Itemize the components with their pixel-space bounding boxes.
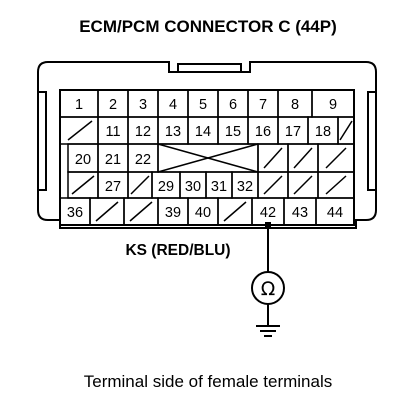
pin-cell-unused-slash: [223, 201, 247, 222]
pin-label-40: 40: [195, 205, 211, 221]
diagram-title: ECM/PCM CONNECTOR C (44P): [79, 17, 337, 36]
pin-label-2: 2: [109, 97, 117, 113]
pin-label-22: 22: [135, 152, 151, 168]
ohm-icon: Ω: [261, 278, 276, 300]
pin-label-17: 17: [285, 124, 301, 140]
connector-pin-grid: 1 2 3 4 5 6 7 8 9: [59, 89, 355, 226]
pin-cell-unused-slash: [263, 175, 283, 195]
pin-row-5: 36 39 40 42 43 44: [59, 197, 355, 226]
pin-cell-unused-slash: [71, 175, 95, 195]
probe-wire-label: KS (RED/BLU): [125, 242, 230, 259]
housing-left-guide: [38, 91, 47, 191]
pin-label-3: 3: [139, 97, 147, 113]
pin-label-1: 1: [75, 97, 83, 113]
pin-label-21: 21: [105, 152, 121, 168]
pin-label-32: 32: [237, 179, 253, 195]
pin-label-36: 36: [67, 205, 83, 221]
pin-cell-44: [315, 197, 355, 226]
ohmmeter-symbol: Ω: [251, 271, 285, 305]
pin-label-13: 13: [165, 124, 181, 140]
pin-row-4: 27 29 30 31 32: [67, 171, 355, 199]
pin-label-14: 14: [195, 124, 211, 140]
pin-cell-unused-slash: [339, 120, 353, 141]
pin-label-6: 6: [229, 97, 237, 113]
housing-right-guide: [367, 91, 376, 191]
housing-lock-tab: [177, 63, 242, 72]
pin-cell-unused-slash: [263, 147, 283, 169]
pin-label-11: 11: [105, 124, 120, 140]
pin-label-42: 42: [260, 205, 276, 221]
pin-label-30: 30: [185, 179, 201, 195]
pin-label-8: 8: [291, 97, 299, 113]
pin-label-16: 16: [255, 124, 271, 140]
pin-cell-unused-slash: [325, 147, 347, 169]
pin-label-31: 31: [211, 179, 227, 195]
pin-label-15: 15: [225, 124, 241, 140]
ground-icon: [256, 304, 280, 337]
diagram-caption: Terminal side of female terminals: [84, 372, 332, 391]
pin-row-2: 11 12 13 14 15 16 17 18: [59, 116, 355, 145]
pin-cell-unused-slash: [95, 201, 119, 222]
probe-tip: [265, 222, 271, 228]
pin-cell-unused-slash: [325, 175, 347, 195]
pin-label-9: 9: [329, 97, 337, 113]
pin-row-3: 20 21 22: [67, 143, 355, 173]
pin-cell-unused-slash: [67, 120, 93, 141]
pin-label-18: 18: [315, 124, 331, 140]
pin-cell-unused-slash: [129, 201, 153, 222]
pin-cell-unused-slash: [293, 175, 313, 195]
pin-label-27: 27: [105, 179, 121, 195]
pin-label-12: 12: [135, 124, 151, 140]
pin-label-4: 4: [169, 97, 177, 113]
housing-outer-shell: [37, 61, 377, 229]
test-probe-lead: [265, 222, 271, 272]
blocked-center-cross: [157, 143, 259, 173]
pin-label-29: 29: [158, 179, 174, 195]
pin-row-1: 1 2 3 4 5 6 7 8 9: [59, 89, 355, 118]
pin-label-7: 7: [259, 97, 267, 113]
pin-cell-unused-slash: [293, 147, 313, 169]
pin-label-20: 20: [75, 152, 91, 168]
pin-label-5: 5: [199, 97, 207, 113]
pin-label-44: 44: [327, 205, 343, 221]
pin-label-39: 39: [165, 205, 181, 221]
pin-label-43: 43: [292, 205, 308, 221]
connector-housing: [37, 61, 377, 229]
pin-cell-unused-slash: [130, 175, 150, 195]
